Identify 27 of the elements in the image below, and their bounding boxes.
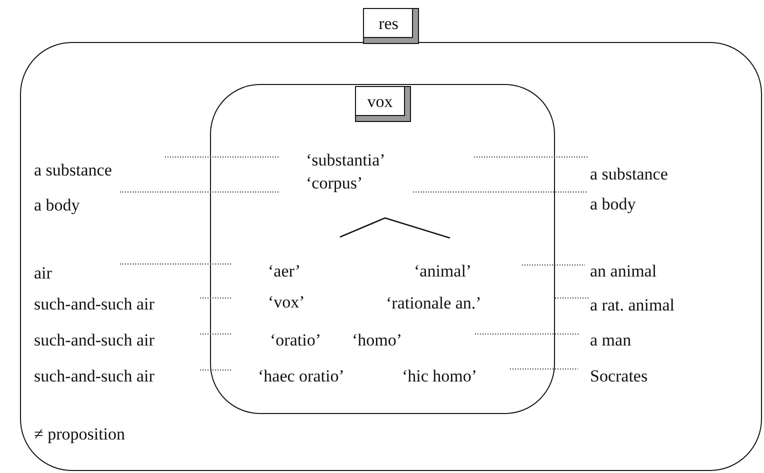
rounded-region [20,8,762,471]
term-label: Socrates [590,368,648,384]
term-label: such-and-such air [34,332,154,348]
term-label: a rat. animal [590,296,674,314]
term-label: ‘corpus’ [306,174,363,192]
term-label: a body [34,196,80,214]
term-label: ≠ proposition [34,426,126,442]
term-label: such-and-such air [34,368,154,384]
heading-tab: vox [354,86,410,122]
term-label: a man [590,332,632,348]
term-label: ‘rationale an.’ [386,294,482,312]
term-label: a substance [34,162,112,178]
term-label: ‘homo’ [352,332,402,348]
term-label: ‘aer’ [268,262,301,280]
term-label: an animal [590,262,657,280]
term-label: ‘haec oratio’ [258,368,344,384]
term-label: ‘oratio’ [270,332,321,348]
term-label: ‘animal’ [414,262,472,280]
term-label: ‘substantia’ [306,152,386,168]
rounded-region [210,84,555,414]
term-label: a substance [590,166,668,182]
term-label: ‘vox’ [268,294,305,310]
heading-tab: res [363,8,419,44]
term-label: ‘hic homo’ [402,368,478,384]
term-label: air [34,264,52,282]
term-label: a body [590,196,636,212]
term-label: such-and-such air [34,296,154,312]
